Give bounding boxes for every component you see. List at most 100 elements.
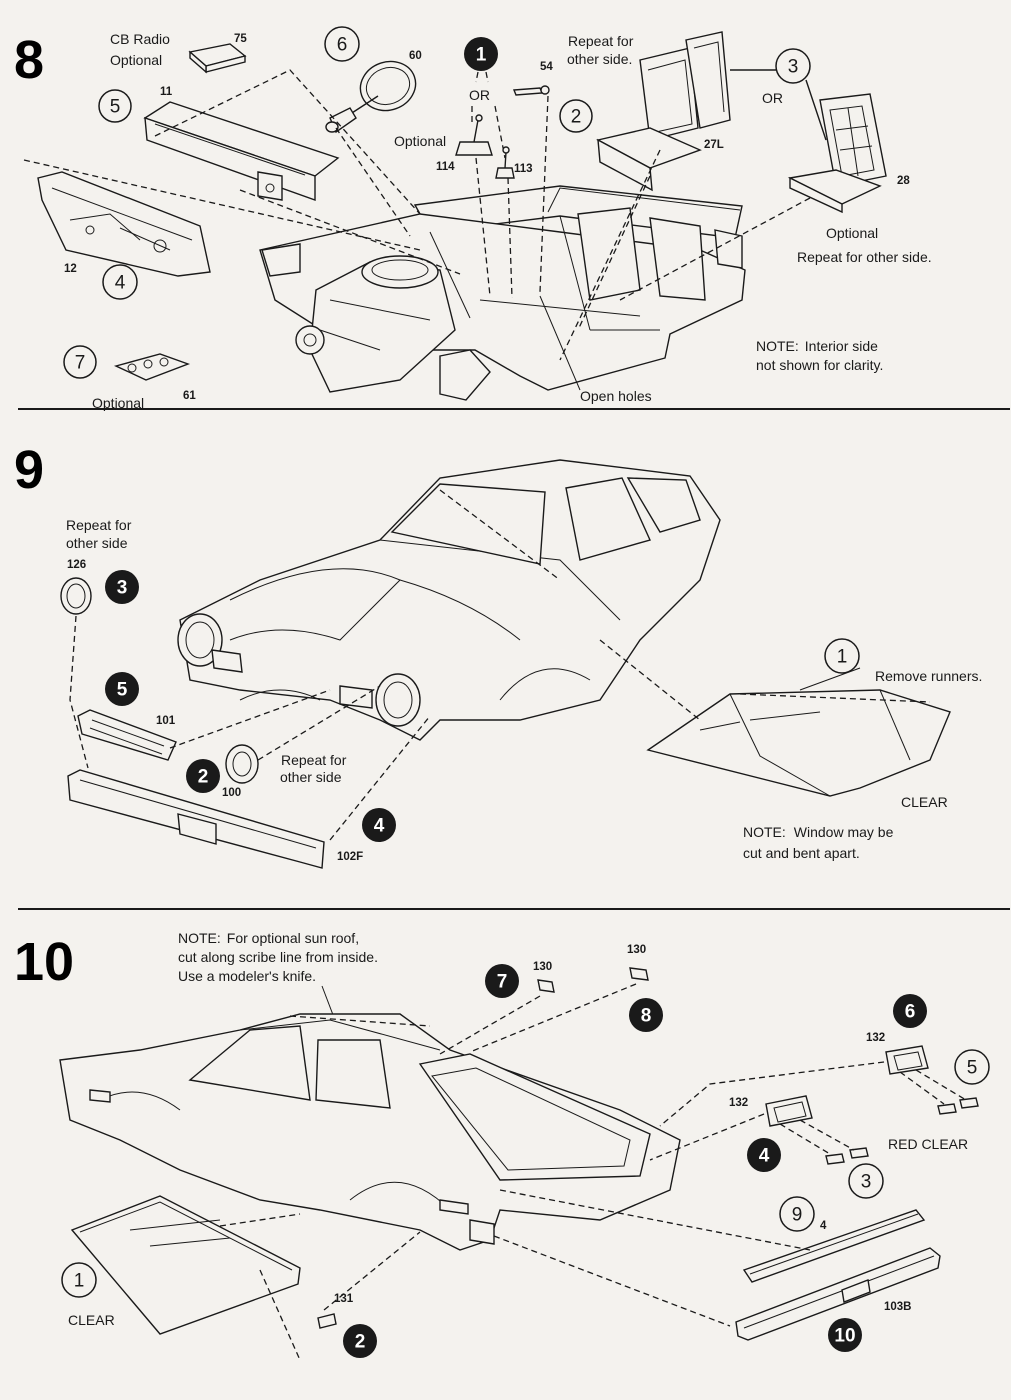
step9-clear-label: CLEAR [901,794,948,810]
svg-text:6: 6 [905,1002,916,1023]
step-9-number: 9 [14,440,44,500]
step-10-number: 10 [14,932,74,992]
step9-callout-2: 2 [186,759,220,793]
part-60-number: 60 [409,50,422,62]
car-body-rear [59,1013,681,1251]
part-130a-number: 130 [533,961,552,973]
step9-callout-1: 1 [824,638,860,674]
parking-light-126 [60,577,92,615]
dash-panel-part [143,101,340,201]
repeat-b1-label: Repeat for [281,752,347,768]
step10-callout-10: 10 [828,1318,862,1352]
open-holes-label: Open holes [580,388,652,404]
cb-radio-label: CB Radio [110,31,170,47]
step8-callout-2: 2 [559,99,593,133]
step10-callout-1: 1 [61,1262,97,1298]
lens-130a [537,979,555,993]
step8-callout-4: 4 [102,264,138,300]
shifter-part-113 [495,146,515,179]
step8-callout-6: 6 [324,26,360,62]
step9-callout-4: 4 [362,808,396,842]
red-clear-label: RED CLEAR [888,1136,968,1152]
step8-callout-1: 1 [464,37,498,71]
seat-repeat-label: Repeat for other side. [797,249,932,265]
part-132a-number: 132 [866,1032,885,1044]
svg-text:7: 7 [497,972,508,993]
svg-text:8: 8 [641,1006,652,1027]
step-9-section: 9 Repeat for other side 126 3 5 101 [14,440,982,869]
part-114-number: 114 [436,161,455,173]
shifter-part-114 [455,114,493,156]
svg-text:9: 9 [792,1205,803,1226]
part-103b-number: 103B [884,1301,912,1313]
lens-red-3 [825,1153,845,1165]
high-back-seat-28 [787,93,887,214]
part-61-number: 61 [183,390,196,402]
lens-130b [629,967,649,981]
svg-text:1: 1 [476,45,487,66]
svg-text:7: 7 [75,353,86,374]
svg-text:4: 4 [759,1146,770,1167]
svg-text:2: 2 [198,767,209,788]
step8-callout-7: 7 [63,345,97,379]
step8-callout-3: 3 [775,48,811,84]
svg-text:10: 10 [834,1326,855,1347]
or-label-2: OR [762,90,783,106]
steering-wheel-part [325,60,417,134]
step-10-section: 10 NOTE:For optional sun roof, cut along… [14,930,990,1361]
svg-text:5: 5 [967,1058,978,1079]
step10-callout-5: 5 [954,1049,990,1085]
svg-text:4: 4 [115,273,126,294]
remove-runners-label: Remove runners. [875,668,982,684]
gasket-part-61 [113,353,191,381]
step-8-section: 8 CB Radio Optional 75 5 11 6 60 [14,26,932,411]
part-54-number: 54 [540,61,553,73]
svg-text:3: 3 [117,578,128,599]
part-126-number: 126 [67,559,86,571]
grille-part-101 [77,709,177,761]
lens-red-2 [959,1097,979,1109]
bumper-guard-part-4 [742,1209,926,1283]
lens-red-1 [937,1103,957,1115]
svg-text:6: 6 [337,35,348,56]
step8-callout-5: 5 [98,89,132,123]
step9-callout-3: 3 [105,570,139,604]
step10-callout-8: 8 [629,998,663,1032]
step10-note-line1: NOTE:For optional sun roof, [178,930,359,946]
svg-text:4: 4 [374,816,385,837]
key-part-54 [512,85,550,96]
svg-text:1: 1 [837,647,848,668]
bucket-seat-27l [596,31,731,192]
step9-callout-5: 5 [105,672,139,706]
step8-note: NOTE:Interior side [756,338,878,354]
step8-note-line2: not shown for clarity. [756,357,883,373]
part-131-number: 131 [334,1293,354,1305]
step10-callout-3: 3 [848,1163,884,1199]
part-12-number: 12 [64,263,77,275]
part-4-number: 4 [820,1220,827,1232]
svg-text:1: 1 [74,1271,85,1292]
svg-text:3: 3 [788,57,799,78]
part-75-number: 75 [234,33,247,45]
step10-clear-label: CLEAR [68,1312,115,1328]
part-100-number: 100 [222,787,241,799]
bumper-part-102f [67,769,325,869]
svg-text:2: 2 [355,1332,366,1353]
part-132b-number: 132 [729,1097,748,1109]
part-102f-number: 102F [337,851,363,863]
firewall-part [37,171,211,277]
step10-note-line3: Use a modeler's knife. [178,968,316,984]
part-27l-number: 27L [704,139,724,151]
step10-callout-7: 7 [485,964,519,998]
part-113-number: 113 [514,163,533,175]
cb-radio-part [188,43,247,74]
or-label-1: OR [469,87,490,103]
chassis-assembly [259,185,746,401]
rear-glass-clear [70,1195,301,1335]
step-8-number: 8 [14,30,44,90]
hinge-part-131 [317,1313,337,1329]
step10-callout-6: 6 [893,994,927,1028]
lens-red-4 [849,1147,869,1159]
car-body-front [177,459,721,741]
